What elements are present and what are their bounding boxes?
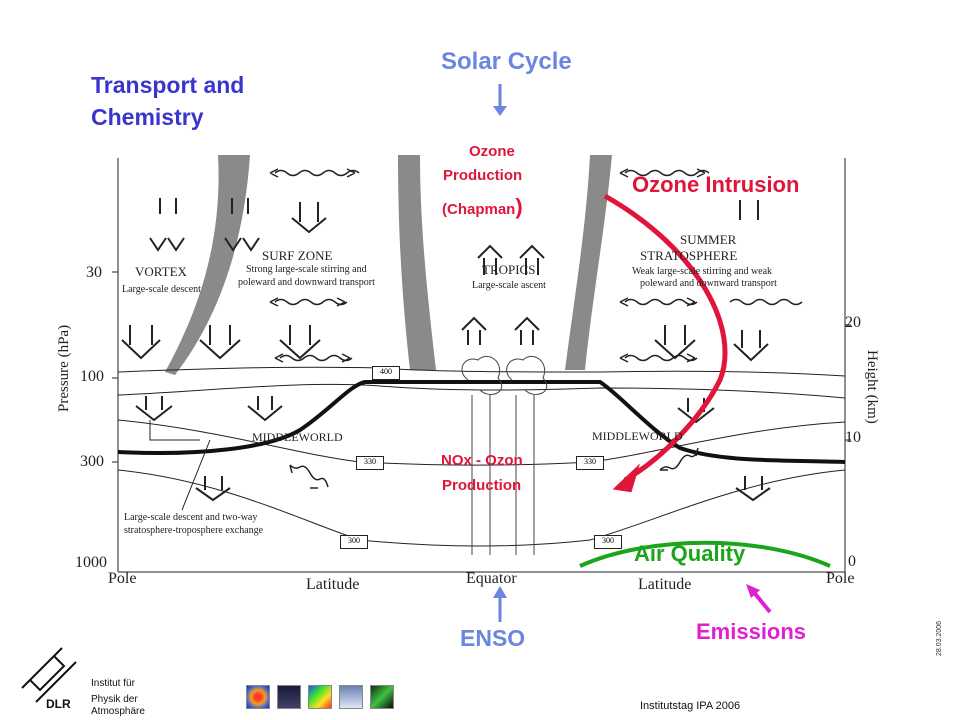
model-thumbnail (370, 685, 394, 709)
summer-label2: STRATOSPHERE (640, 248, 738, 263)
institut-line3: Atmosphäre (91, 706, 145, 717)
isentrope-380 (117, 383, 846, 399)
isentrope-box-400: 400 (372, 366, 400, 380)
ozone-globe-thumbnail (246, 685, 270, 709)
pressure-300: 300 (80, 453, 104, 470)
surf-sub2: poleward and downward transport (238, 277, 375, 288)
latitude-right: Latitude (638, 576, 692, 593)
stirring-arrows (269, 168, 803, 489)
convection-columns (461, 355, 548, 555)
surf-sub1: Strong large-scale stirring and (246, 264, 367, 275)
event-label: Institutstag IPA 2006 (640, 700, 741, 712)
pole-right: Pole (826, 570, 855, 587)
tropics-label: TROPICS (482, 262, 536, 277)
institut-line2: Physik der (91, 694, 138, 705)
page-title-line1: Transport and (91, 72, 245, 98)
ozone-intrusion-arrow (603, 193, 728, 483)
isentrope-330 (117, 419, 846, 466)
ozone-production-line2: Production (443, 167, 523, 184)
isentrope-400 (117, 366, 846, 377)
chapman-text: (Chapman (442, 201, 516, 218)
surf-zone-label: SURF ZONE (262, 248, 333, 263)
air-quality-label: Air Quality (634, 541, 746, 566)
dlr-text: DLR (46, 697, 71, 711)
tropopause (117, 380, 846, 464)
isentrope-box-300-right: 300 (594, 535, 622, 549)
map-thumbnail (308, 685, 332, 709)
middleworld-left: MIDDLEWORLD (252, 430, 343, 444)
summer-sub2: poleward and downward transport (640, 278, 777, 289)
isentrope-300 (117, 469, 846, 547)
tropics-sub: Large-scale ascent (472, 280, 546, 291)
ozone-intrusion-label: Ozone Intrusion (632, 172, 800, 197)
latitude-left: Latitude (306, 576, 360, 593)
exchange-text2: stratosphere-troposphere exchange (124, 525, 264, 536)
ozone-production-line3: (Chapman) (442, 194, 523, 220)
height-10: 10 (845, 429, 861, 446)
vortex-sub: Large-scale descent (122, 284, 201, 295)
pressure-axis-label: Pressure (hPa) (56, 324, 72, 412)
pole-left: Pole (108, 570, 137, 587)
exchange-text1: Large-scale descent and two-way (124, 512, 258, 523)
grey-band-right (565, 155, 612, 370)
chapman-paren: ) (515, 194, 523, 219)
pressure-1000: 1000 (75, 554, 107, 571)
solar-cycle-label: Solar Cycle (441, 48, 572, 75)
height-20: 20 (845, 314, 861, 331)
isentrope-box-330-right: 330 (576, 456, 604, 470)
ascent-arrows (461, 244, 545, 345)
nox-line2: Production (442, 477, 522, 494)
descent-arrows (121, 198, 771, 502)
equator-label: Equator (466, 570, 517, 587)
emissions-label: Emissions (696, 619, 807, 644)
air-quality-curve (579, 540, 831, 568)
grey-band-left-inner (398, 155, 436, 370)
grey-band-left-outer (165, 155, 250, 375)
summer-label1: SUMMER (680, 232, 737, 247)
summer-sub1: Weak large-scale stirring and weak (632, 266, 773, 277)
height-0: 0 (848, 553, 856, 570)
aircraft-thumbnail (277, 685, 301, 709)
isentrope-box-330-left: 330 (356, 456, 384, 470)
exchange-leader (149, 420, 211, 511)
middleworld-right: MIDDLEWORLD (592, 429, 683, 443)
date-label: 28.03.2006 (936, 620, 943, 656)
nox-line1: NOx - Ozon (441, 452, 523, 469)
cloud-thumbnail (339, 685, 363, 709)
ozone-production-line1: Ozone (469, 143, 515, 160)
enso-label: ENSO (460, 625, 526, 651)
dlr-logo-mark (21, 647, 77, 703)
height-axis-label: Height (km) (864, 350, 880, 424)
vortex-label: VORTEX (135, 264, 187, 279)
pressure-100: 100 (80, 368, 104, 385)
institut-line1: Institut für (91, 678, 135, 689)
pressure-30: 30 (86, 264, 102, 281)
page-title-line2: Chemistry (91, 104, 204, 130)
isentrope-box-300-left: 300 (340, 535, 368, 549)
